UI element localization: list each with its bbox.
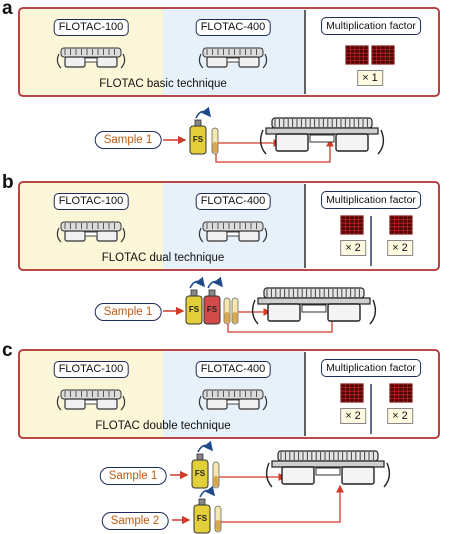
multiplication-factor-title: Multiplication factor — [321, 359, 421, 377]
fs-bottle — [189, 119, 207, 155]
pour-arrow — [207, 276, 224, 289]
factor-badge: × 2 — [340, 240, 366, 256]
flotac-100-device — [56, 389, 126, 411]
bottle-body — [191, 459, 209, 489]
arrow-to-chamber — [221, 484, 344, 523]
bottle-label: FS — [196, 514, 208, 523]
test-tube — [231, 297, 239, 325]
grid-icon — [389, 383, 413, 403]
bottle-body — [203, 295, 221, 325]
pour-arrow — [197, 440, 214, 453]
chamber-right — [335, 133, 369, 152]
panel-letter: b — [2, 172, 14, 193]
chamber-right — [341, 466, 375, 485]
factor-badge: × 2 — [387, 240, 413, 256]
grid-icon — [345, 45, 369, 65]
flotac-100-label: FLOTAC-100 — [53, 19, 129, 36]
test-tube — [223, 297, 231, 325]
bottle-label: FS — [192, 135, 204, 144]
arrow-to-chamber — [227, 310, 336, 333]
flotac-400-device — [198, 47, 268, 69]
sample-1-label: Sample 1 — [99, 467, 167, 485]
fs-bottle-2 — [193, 498, 211, 534]
flotac-100-device — [56, 221, 126, 243]
panel-letter: c — [2, 340, 13, 361]
fs-bottle-1 — [191, 453, 209, 489]
chamber-left — [275, 133, 309, 152]
grid-icon — [340, 383, 364, 403]
panel-frame — [18, 7, 440, 97]
flotac-400-label: FLOTAC-400 — [195, 19, 271, 36]
chamber-right — [327, 303, 361, 322]
grid-icon — [389, 215, 413, 235]
flotac-100-label: FLOTAC-100 — [53, 361, 129, 378]
bottle-label: FS — [206, 305, 218, 314]
flotac-400-label: FLOTAC-400 — [195, 193, 271, 210]
flotac-400-device — [198, 389, 268, 411]
sample-1-label: Sample 1 — [94, 131, 162, 149]
chamber-left — [267, 303, 301, 322]
multiplication-factor-title: Multiplication factor — [321, 191, 421, 209]
arrow-to-chamber — [215, 138, 334, 163]
sample-2-label: Sample 2 — [101, 512, 169, 530]
flotac-device — [265, 450, 391, 488]
flotac-100-device — [56, 47, 126, 69]
factor-badge: × 2 — [387, 408, 413, 424]
technique-label: FLOTAC dual technique — [101, 252, 225, 264]
flotac-400-device — [198, 221, 268, 243]
flotac-100-label: FLOTAC-100 — [53, 193, 129, 210]
chamber-left — [281, 466, 315, 485]
pour-arrow — [189, 276, 206, 289]
flotac-device — [251, 287, 377, 325]
factor-badge: × 1 — [357, 70, 383, 86]
technique-label: FLOTAC double technique — [95, 420, 231, 432]
panel-letter: a — [2, 0, 13, 19]
technique-label: FLOTAC basic technique — [99, 78, 227, 90]
factor-badge: × 2 — [340, 408, 366, 424]
multiplication-factor-title: Multiplication factor — [321, 17, 421, 35]
test-tube — [214, 505, 222, 533]
bottle-body — [193, 504, 211, 534]
bottle-body — [185, 295, 203, 325]
pour-arrow — [199, 485, 216, 498]
fs-bottle-2 — [203, 289, 221, 325]
test-tube — [212, 461, 220, 489]
bottle-body — [189, 125, 207, 155]
bottle-label: FS — [188, 305, 200, 314]
panel-frame — [18, 181, 440, 271]
fs-bottle-1 — [185, 289, 203, 325]
grid-icon — [340, 215, 364, 235]
pour-arrow — [195, 106, 212, 119]
sample-1-label: Sample 1 — [94, 303, 162, 321]
panel-frame — [18, 349, 440, 439]
bottle-label: FS — [194, 469, 206, 478]
flotac-400-label: FLOTAC-400 — [195, 361, 271, 378]
test-tube — [211, 127, 219, 155]
flotac-device — [259, 117, 385, 155]
grid-icon — [371, 45, 395, 65]
